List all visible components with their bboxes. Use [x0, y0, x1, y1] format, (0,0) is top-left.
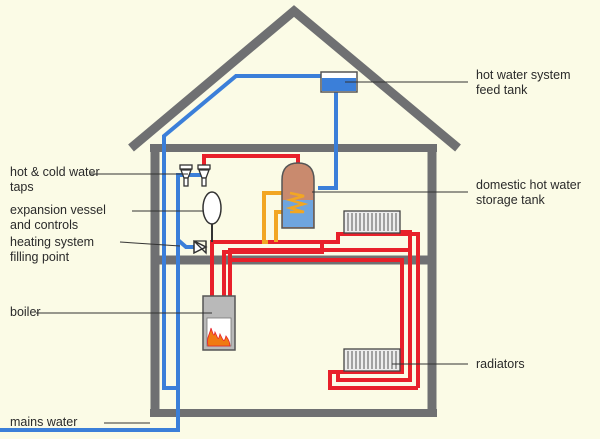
radiators-label: radiators: [476, 357, 525, 371]
feed-tank-down-pipe: [318, 92, 338, 190]
taps-label: hot & cold water taps: [10, 165, 100, 194]
roof: [128, 5, 461, 152]
upper-radiator-return: [400, 230, 412, 250]
expansion-vessel-icon: [202, 191, 222, 225]
storage-tank-label: domestic hot water storage tank: [476, 178, 581, 207]
feed-tank: [320, 71, 358, 93]
hot-tap-icon: [197, 164, 211, 187]
filling-leader: [119, 241, 181, 247]
leader-lines: [36, 81, 468, 424]
coil-flow: [262, 191, 290, 244]
cold-riser-to-taps: [176, 173, 188, 388]
filling-label: heating system filling point: [10, 235, 95, 264]
taps: [179, 164, 211, 187]
boiler-label: boiler: [10, 305, 41, 319]
expansion-vessel: [193, 191, 222, 255]
expansion-label: expansion vessel and controls: [10, 203, 106, 232]
storage-tank: [281, 162, 315, 229]
lower-radiator: [343, 348, 401, 372]
feed-tank-label: hot water system feed tank: [476, 68, 571, 97]
heating-coil-icon: [285, 191, 309, 214]
radiator-loop-inner: [230, 258, 418, 390]
radiator-loop-outer: [228, 248, 412, 382]
mains-water-pipe: [0, 74, 322, 432]
mains-label: mains water: [10, 415, 78, 429]
flame-icon: [207, 327, 231, 347]
boiler: [202, 295, 236, 351]
upper-radiator: [343, 210, 401, 234]
